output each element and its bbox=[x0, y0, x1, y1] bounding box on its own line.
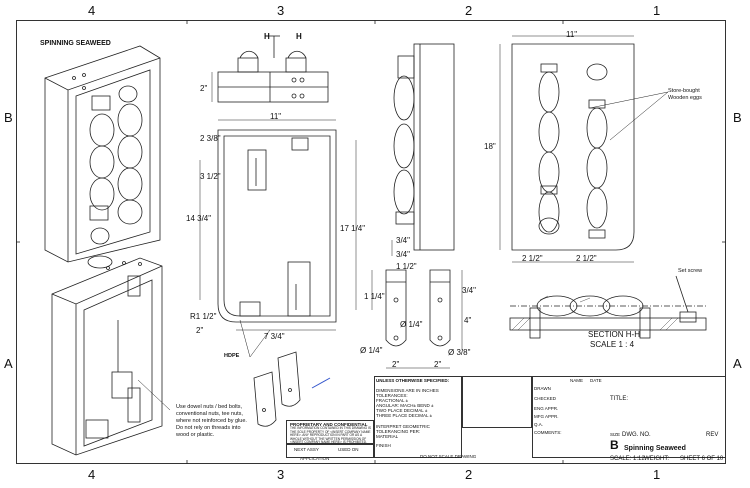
tb-date: DATE bbox=[590, 378, 602, 383]
tb-finish: FINISH bbox=[376, 443, 391, 448]
title-block-left bbox=[374, 376, 462, 458]
iso-view-front bbox=[44, 45, 161, 263]
dim-top-width: 11" bbox=[270, 112, 282, 121]
tb-weight: WEIGHT: bbox=[644, 456, 669, 462]
dim-1-1-4: 1 1/4" bbox=[364, 292, 385, 301]
tb-tolerances: TOLERANCES: bbox=[376, 393, 408, 398]
dim-4: 4" bbox=[464, 316, 472, 325]
tb-dims-in: DIMENSIONS ARE IN INCHES bbox=[376, 388, 439, 393]
dim-cutaway-height: 14 3/4" bbox=[186, 214, 212, 223]
zone-bottom-2: 2 bbox=[465, 467, 473, 482]
tb-prop-text: THE INFORMATION CONTAINED IN THIS DRAWIN… bbox=[290, 426, 371, 445]
tb-size-label: SIZE bbox=[610, 432, 621, 437]
zone-bottom-1: 1 bbox=[653, 467, 661, 482]
dim-3-1-2: 3 1/2" bbox=[200, 172, 221, 181]
zone-left-b: B bbox=[4, 110, 13, 125]
tb-next-assy: NEXT ASSY bbox=[294, 447, 319, 452]
front-view bbox=[511, 43, 635, 251]
tb-do-not-scale: DO NOT SCALE DRAWING bbox=[420, 454, 477, 459]
dim-2-3-8: 2 3/8" bbox=[200, 134, 221, 143]
dim-2-1-2-left: 2 1/2" bbox=[522, 254, 543, 263]
title-block-main bbox=[532, 376, 726, 458]
tb-qa: Q.A. bbox=[534, 422, 544, 427]
tb-checked: CHECKED bbox=[534, 396, 557, 401]
dim-2-1-2-right: 2 1/2" bbox=[576, 254, 597, 263]
bracket-iso-view bbox=[253, 351, 301, 427]
zone-bottom-4: 4 bbox=[88, 467, 96, 482]
tb-rev-label: REV bbox=[706, 432, 719, 438]
dim-2-left: 2" bbox=[196, 326, 204, 335]
zone-top-3: 3 bbox=[277, 3, 285, 18]
tb-mfg-appr: MFG APPR. bbox=[534, 414, 559, 419]
tb-interpret: INTERPRET GEOMETRIC TOLERANCING PER: bbox=[376, 424, 430, 434]
tb-eng-appr: ENG APPR. bbox=[534, 406, 559, 411]
bracket-front-view bbox=[385, 269, 451, 347]
hdpe-label: HDPE bbox=[224, 353, 240, 359]
tb-name: NAME bbox=[570, 378, 584, 383]
tb-comments: COMMENTS: bbox=[534, 430, 562, 435]
zone-bottom-3: 3 bbox=[277, 467, 285, 482]
tb-three-place: THREE PLACE DECIMAL ± bbox=[376, 413, 433, 418]
proprietary-box bbox=[286, 420, 374, 444]
dim-3-4-side: 3/4" bbox=[396, 236, 410, 245]
tb-title-label: TITLE: bbox=[610, 396, 629, 402]
zone-right-b: B bbox=[733, 110, 742, 125]
dim-3-4-bracket: 3/4" bbox=[462, 286, 476, 295]
eggs-callout: Store-bought Wooden eggs bbox=[668, 88, 702, 101]
tb-dwg-no-label: DWG. NO. bbox=[622, 432, 651, 438]
iso-view-cutaway bbox=[51, 255, 163, 456]
tb-unless: UNLESS OTHERWISE SPECIFIED: bbox=[376, 378, 450, 383]
section-view bbox=[509, 275, 707, 339]
zone-top-1: 1 bbox=[653, 3, 661, 18]
dim-inner-height: 17 1/4" bbox=[340, 224, 366, 233]
tb-size-value: B bbox=[610, 438, 619, 452]
dim-front-width: 11" bbox=[566, 30, 578, 39]
dim-front-height: 18" bbox=[484, 142, 496, 151]
dim-7-3-4: 7 3/4" bbox=[264, 332, 285, 341]
dim-dia-1-4-b: Ø 1/4" bbox=[360, 346, 383, 355]
tb-drawn: DRAWN bbox=[534, 386, 551, 391]
tb-scale: SCALE: 1:12 bbox=[610, 456, 645, 462]
front-cutaway-view bbox=[217, 129, 337, 323]
zone-top-2: 2 bbox=[465, 3, 473, 18]
zone-top-4: 4 bbox=[88, 3, 96, 18]
tb-dwg-no-value: Spinning Seaweed bbox=[624, 445, 686, 452]
dim-dia-1-4-a: Ø 1/4" bbox=[400, 320, 423, 329]
tb-proprietary: PROPRIETARY AND CONFIDENTIAL bbox=[290, 422, 368, 427]
dim-3-4-side-b: 3/4" bbox=[396, 250, 410, 259]
iso-title: SPINNING SEAWEED bbox=[40, 40, 111, 47]
set-screw-callout: Set screw bbox=[678, 268, 703, 274]
dim-dia-3-8: Ø 3/8" bbox=[448, 348, 471, 357]
zone-right-a: A bbox=[733, 356, 742, 371]
tb-angular: ANGULAR: MACH± BEND ± bbox=[376, 403, 434, 408]
title-block-assy bbox=[286, 444, 374, 458]
fastener-note: Use dowel nuts / bed bolts, conventional… bbox=[176, 404, 247, 438]
side-view bbox=[393, 43, 455, 251]
tb-two-place: TWO PLACE DECIMAL ± bbox=[376, 408, 428, 413]
dim-side-depth: 2" bbox=[200, 84, 208, 93]
dim-2-bottom-a: 2" bbox=[392, 360, 400, 369]
section-scale: SCALE 1 : 4 bbox=[590, 340, 635, 349]
top-view bbox=[217, 35, 329, 103]
section-title: SECTION H-H bbox=[588, 330, 640, 339]
dim-2-bottom-b: 2" bbox=[434, 360, 442, 369]
dim-1-1-2: 1 1/2" bbox=[396, 262, 417, 271]
section-marker-left: H bbox=[264, 32, 270, 41]
tb-material: MATERIAL bbox=[376, 434, 399, 439]
title-block-approvals bbox=[462, 376, 532, 428]
tb-used-on: USED ON bbox=[338, 447, 359, 452]
zone-left-a: A bbox=[4, 356, 13, 371]
tb-sheet: SHEET 6 OF 10 bbox=[680, 456, 724, 462]
section-marker-right: H bbox=[296, 32, 302, 41]
tb-application: APPLICATION bbox=[300, 456, 330, 461]
dim-r1-1-2: R1 1/2" bbox=[190, 312, 217, 321]
tb-fractional: FRACTIONAL ± bbox=[376, 398, 409, 403]
